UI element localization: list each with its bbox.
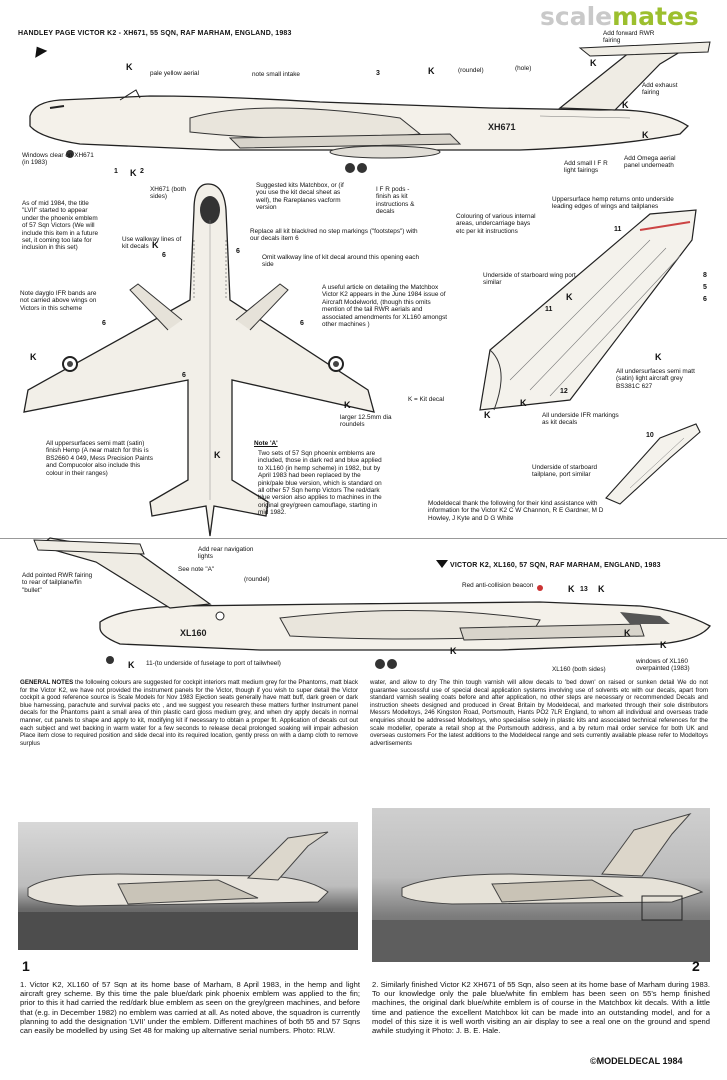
copyright: ©MODELDECAL 1984 [590, 1056, 683, 1066]
kit-decal-marker: K [428, 66, 435, 76]
small-intake-label: note small intake [252, 71, 300, 78]
svg-text:XL160: XL160 [180, 628, 207, 638]
kit-decal-marker: K [152, 240, 159, 250]
add-pointed-rwr-label: Add pointed RWR fairing to rear of tailp… [22, 572, 93, 594]
kit-decal-key: K = Kit decal [408, 396, 445, 403]
note-a-title: Note 'A' [254, 440, 278, 447]
decal-number: 6 [236, 248, 240, 255]
to-underside-label: 11-(to underside of fuselage to port of … [146, 660, 281, 667]
side-view-xl160: XL160 [33, 537, 711, 669]
underside-tailplane-label: Underside of starboard tailplane, port s… [532, 464, 598, 479]
larger-roundels-label: larger 12.5mm dia roundels [340, 414, 392, 429]
roundel-label-2: (roundel) [244, 576, 270, 583]
kit-decal-marker: K [622, 100, 629, 110]
decal-number: 6 [300, 320, 304, 327]
decal-number: 3 [376, 70, 380, 77]
all-undersurfaces-label: All undersurfaces semi matt (satin) ligh… [616, 368, 695, 390]
photo-number-2: 2 [692, 958, 700, 974]
red-beacon-label: Red anti-collision beacon [462, 582, 534, 589]
underside-tailplane [605, 423, 701, 505]
section-divider [0, 538, 727, 539]
photo-xl160 [18, 822, 358, 950]
photo-number-1: 1 [22, 958, 30, 974]
decal-number: 6 [182, 372, 186, 379]
kit-decal-marker: K [30, 352, 37, 362]
omit-walkway-label: Omit walkway line of kit decal around th… [262, 254, 420, 269]
general-notes-col2: water, and allow to dry The thin tough v… [370, 679, 708, 747]
kit-decal-marker: K [642, 130, 649, 140]
photo-caption-1: 1. Victor K2, XL160 of 57 Sqn at its hom… [20, 980, 360, 1036]
note-a-text: Two sets of 57 Sqn phoenix emblems are i… [258, 450, 382, 517]
scalemates-watermark: scalemates [540, 2, 699, 31]
colouring-label: Colouring of various internal areas, und… [456, 213, 536, 235]
general-notes-col1: GENERAL NOTES the following colours are … [20, 679, 358, 747]
decal-number: 11 [545, 306, 553, 313]
dayglo-note: Note dayglo IFR bands are not carried ab… [20, 290, 97, 312]
underside-starboard-wing [479, 209, 697, 411]
add-ifr-light-label: Add small I F R light fairings [564, 160, 608, 175]
kit-decal-marker: K [598, 584, 605, 594]
kit-decal-marker: K [590, 58, 597, 68]
kit-decal-marker: K [128, 660, 135, 670]
decal-number: 13 [580, 586, 588, 593]
decal-number: 8 [703, 272, 707, 279]
decal-number: 6 [102, 320, 106, 327]
windows-label: Windows clear on XH671 (in 1983) [22, 152, 94, 167]
svg-text:XH671: XH671 [488, 122, 516, 132]
decal-number: 5 [703, 284, 707, 291]
add-rear-nav-label: Add rear navigation lights [198, 546, 254, 561]
side-view-xh671: XH671 [29, 41, 711, 173]
hole-label: (hole) [515, 65, 532, 72]
kit-decal-marker: K [624, 628, 631, 638]
kit-decal-marker: K [484, 410, 491, 420]
plan-view-upper [23, 183, 375, 537]
windows-xl160-label: windows of XL160 overpainted (1983) [636, 658, 690, 673]
lvii-title-note: As of mid 1984, the title "LVII" started… [22, 200, 99, 252]
uppersurface-hemp-label: Uppersurface hemp returns onto underside… [552, 196, 674, 211]
thanks-label: Modeldecal thank the following for their… [428, 500, 604, 522]
kit-decal-marker: K [130, 168, 137, 178]
page-title-xl160: VICTOR K2, XL160, 57 SQN, RAF MARHAM, EN… [450, 562, 661, 569]
roundel-label: (roundel) [458, 67, 484, 74]
add-forward-rwr-label: Add forward RWR fairing [603, 30, 655, 45]
kit-decal-marker: K [655, 352, 662, 362]
kit-decal-marker: K [450, 646, 457, 656]
walkway-lines-label: Use walkway lines of kit decals [122, 236, 182, 251]
ifr-pods-label: I F R pods - finish as kit instructions … [376, 186, 415, 216]
decal-number: 11 [614, 226, 622, 233]
add-omega-label: Add Omega aerial panel underneath [624, 155, 676, 170]
decal-number: 10 [646, 432, 654, 439]
kit-decal-marker: K [214, 450, 221, 460]
pale-yellow-aerial-label: pale yellow aerial [150, 70, 200, 77]
see-note-a-label: See note "A" [178, 566, 215, 573]
kit-decal-marker: K [568, 584, 575, 594]
kit-decal-marker: K [660, 640, 667, 650]
decal-number: 6 [703, 296, 707, 303]
replace-markings-label: Replace all kit black/red no step markin… [250, 228, 418, 243]
kit-decal-marker: K [566, 292, 573, 302]
underside-ifr-label: All underside IFR markings as kit decals [542, 412, 619, 427]
photo-xh671 [372, 808, 710, 962]
xh671-both-sides-label: XH671 (both sides) [150, 186, 186, 201]
underside-starboard-wing-label: Underside of starboard wing port similar [483, 272, 576, 287]
useful-article-label: A useful article on detailing the Matchb… [322, 284, 448, 329]
general-notes-text-1: the following colours are suggested for … [20, 679, 358, 747]
kit-decal-marker: K [344, 400, 351, 410]
suggested-kits-label: Suggested kits Matchbox, or (if you use … [256, 182, 344, 212]
decal-number: 1 [114, 168, 118, 175]
uppersurfaces-note: All uppersurfaces semi matt (satin) fini… [46, 440, 153, 477]
decal-number: 12 [560, 388, 568, 395]
page-title-xh671: HANDLEY PAGE VICTOR K2 - XH671, 55 SQN, … [18, 30, 292, 37]
xl160-both-sides-label: XL160 (both sides) [552, 666, 606, 673]
photo-caption-2: 2. Similarly finished Victor K2 XH671 of… [372, 980, 710, 1036]
decal-number: 2 [140, 168, 144, 175]
general-notes-heading: GENERAL NOTES [20, 679, 74, 686]
kit-decal-marker: K [520, 398, 527, 408]
add-exhaust-label: Add exhaust fairing [642, 82, 678, 97]
kit-decal-marker: K [126, 62, 133, 72]
arrow-down-icon [436, 560, 448, 568]
decal-number: 6 [162, 252, 166, 259]
